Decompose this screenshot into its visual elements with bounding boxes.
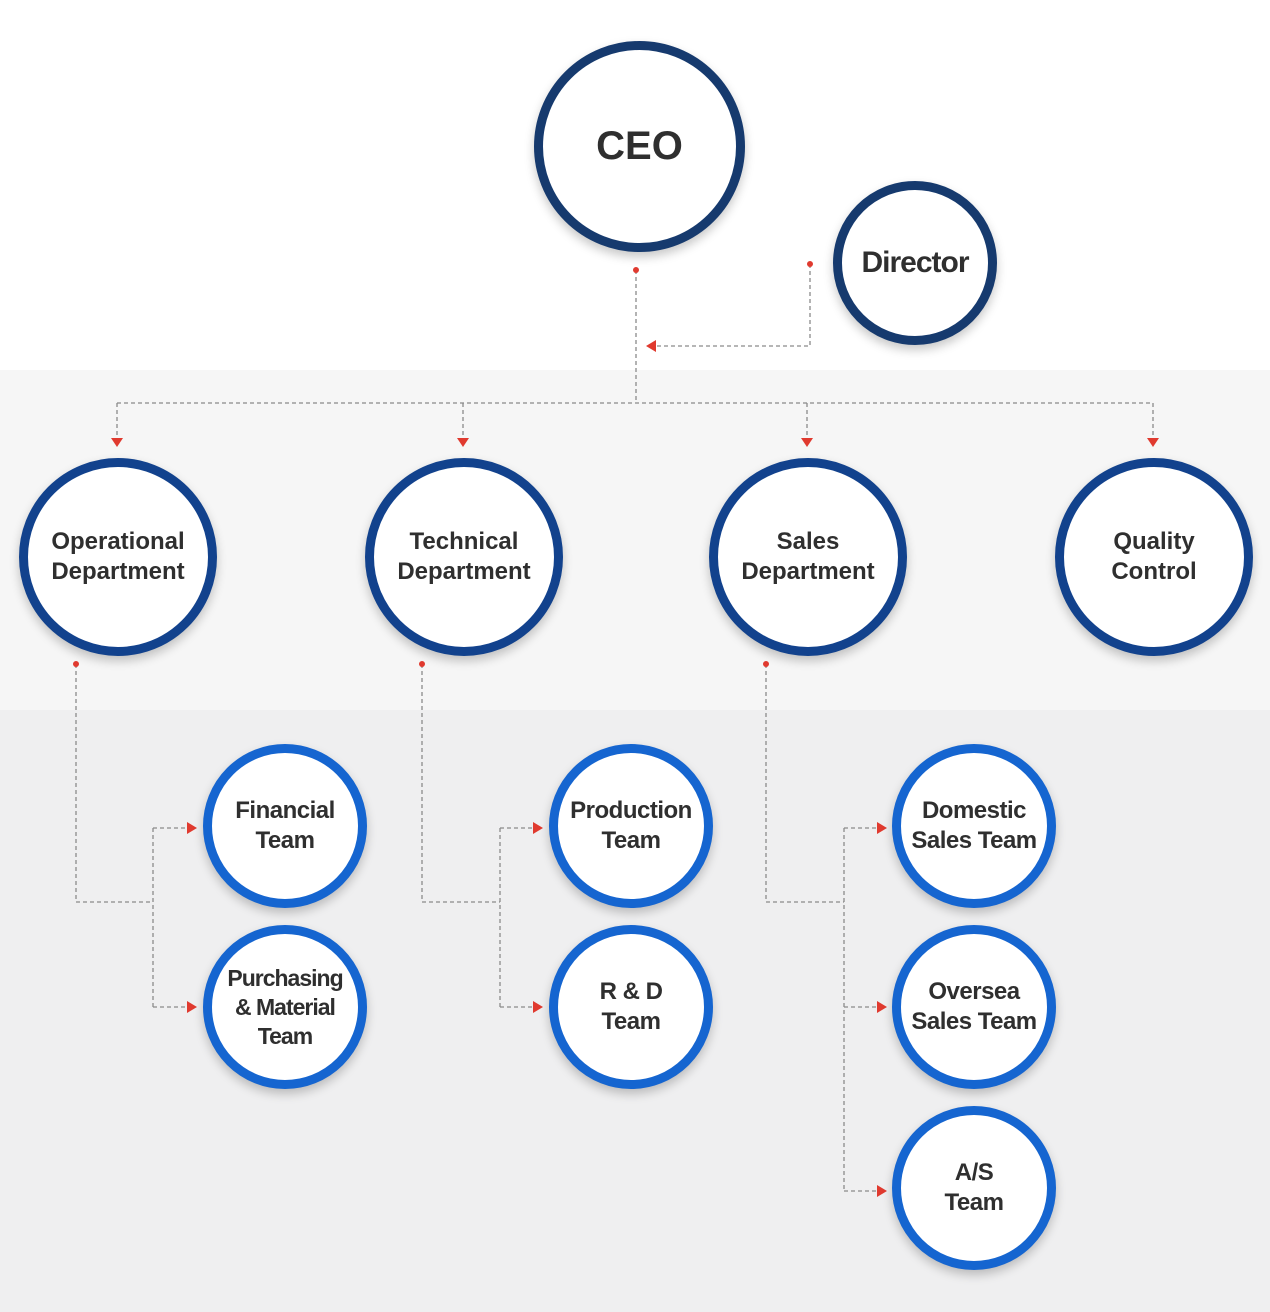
operational-connector xyxy=(75,664,187,1008)
production-team-node: Production Team xyxy=(549,744,713,908)
arrow-financial xyxy=(187,822,197,834)
arrow-technical xyxy=(457,438,469,447)
quality-control-label: Quality Control xyxy=(1111,528,1197,585)
sales-dot xyxy=(763,661,769,667)
quality-control-node: Quality Control xyxy=(1055,458,1253,656)
sales-department-label: Sales Department xyxy=(741,528,875,585)
rnd-team-node: R & D Team xyxy=(549,925,713,1089)
oversea-sales-team-node: Oversea Sales Team xyxy=(892,925,1056,1089)
ceo-dot xyxy=(633,267,639,273)
director-connector xyxy=(656,264,811,347)
arrow-quality xyxy=(1147,438,1159,447)
financial-team-label: Financial Team xyxy=(235,797,335,854)
arrow-rnd xyxy=(533,1001,543,1013)
production-team-label: Production Team xyxy=(570,797,692,854)
arrow-oversea xyxy=(877,1001,887,1013)
oversea-sales-team-label: Oversea Sales Team xyxy=(911,978,1037,1035)
ceo-label: CEO xyxy=(596,124,683,168)
operational-department-node: Operational Department xyxy=(19,458,217,656)
arrow-operational xyxy=(111,438,123,447)
domestic-sales-team-node: Domestic Sales Team xyxy=(892,744,1056,908)
technical-connector xyxy=(421,664,533,1008)
purchasing-material-team-label: Purchasing & Material Team xyxy=(227,964,343,1049)
director-dot xyxy=(807,261,813,267)
purchasing-material-team-node: Purchasing & Material Team xyxy=(203,925,367,1089)
ceo-node: CEO xyxy=(534,41,745,252)
arrow-sales xyxy=(801,438,813,447)
technical-dot xyxy=(419,661,425,667)
sales-connector xyxy=(765,664,877,1192)
arrow-director xyxy=(646,340,656,352)
director-node: Director xyxy=(833,181,997,345)
technical-department-label: Technical Department xyxy=(397,528,531,585)
arrow-as xyxy=(877,1185,887,1197)
rnd-team-label: R & D Team xyxy=(599,978,663,1035)
operational-dot xyxy=(73,661,79,667)
director-label: Director xyxy=(861,246,969,279)
as-team-label: A/S Team xyxy=(944,1159,1004,1216)
arrow-domestic xyxy=(877,822,887,834)
arrow-production xyxy=(533,822,543,834)
sales-department-node: Sales Department xyxy=(709,458,907,656)
domestic-sales-team-label: Domestic Sales Team xyxy=(911,797,1037,854)
technical-department-node: Technical Department xyxy=(365,458,563,656)
as-team-node: A/S Team xyxy=(892,1106,1056,1270)
arrow-purchasing xyxy=(187,1001,197,1013)
financial-team-node: Financial Team xyxy=(203,744,367,908)
operational-department-label: Operational Department xyxy=(51,528,185,585)
